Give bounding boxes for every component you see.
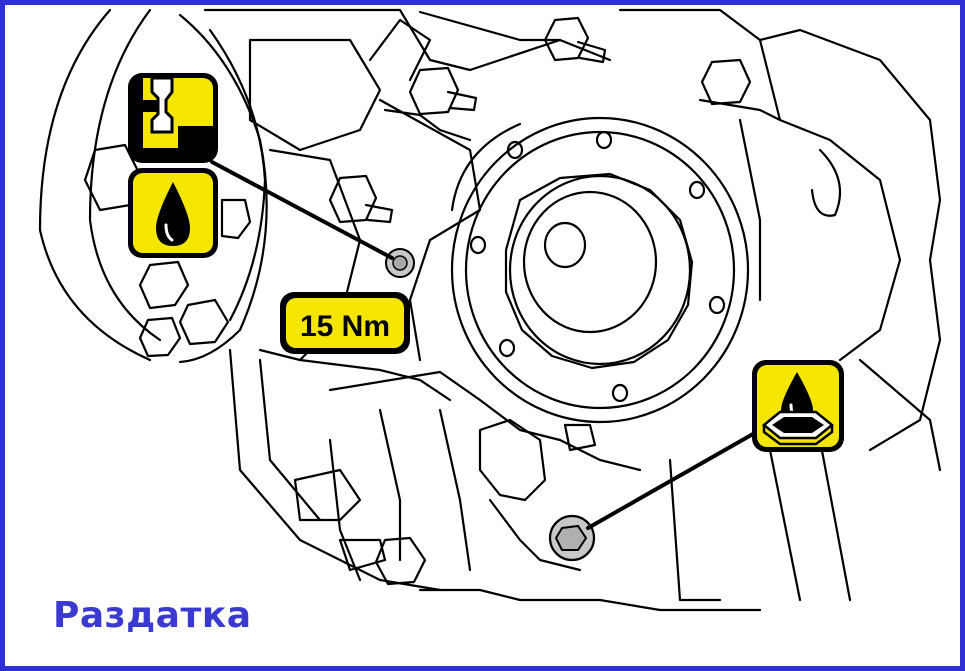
drain-plug [548,514,596,562]
housing-outline [203,8,942,612]
transfer-case-drawing: 15 Nm [38,8,942,612]
oil-drain-icon [752,360,844,452]
upper-studs [328,16,752,224]
torque-badge: 15 Nm [280,292,410,354]
fill-plug-callout-line [210,160,394,260]
oil-level-check-icon [128,73,218,163]
output-flange [450,116,750,424]
lower-housing [293,370,642,602]
diagram-caption: Раздатка [53,595,252,636]
drain-plug-callout-line [586,428,762,530]
torque-value: 15 Nm [300,310,390,343]
oil-fill-icon [128,168,218,258]
fill-plug [385,248,415,278]
